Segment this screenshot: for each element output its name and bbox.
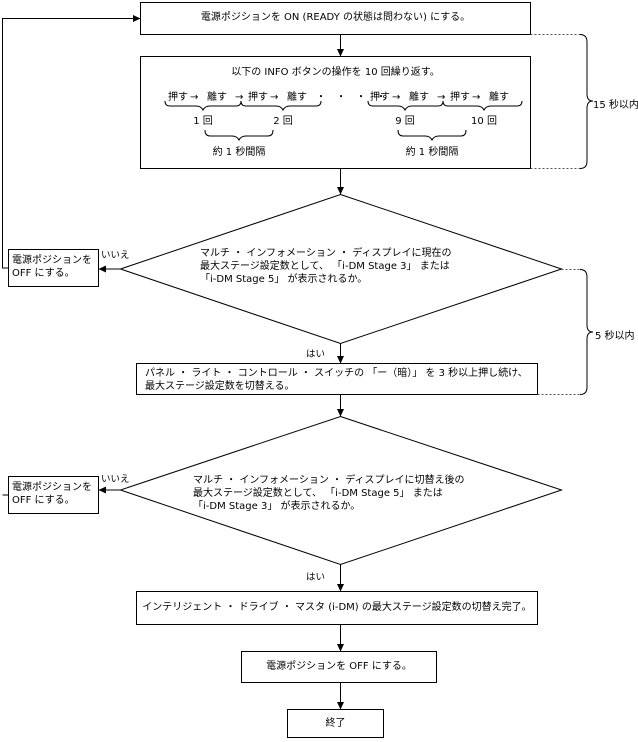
seq-dots: ・ ・ ・ ・ — [316, 92, 386, 103]
label-15-seconds: 15 秒以内 — [593, 100, 638, 111]
count-9: 9 回 — [395, 115, 415, 127]
seq-press-9: 押す — [370, 90, 390, 103]
complete-box — [136, 591, 538, 625]
hold-line1: パネル ・ ライト ・ コントロール ・ スイッチの 「ー（暗）」 を 3 秒以… — [145, 368, 528, 379]
interval-right: 約 1 秒間隔 — [406, 145, 459, 158]
check2-line2: 最大ステージ設定数として、 「i-DM Stage 5」 または — [193, 488, 443, 499]
power-on-text: 電源ポジションを ON (READY の状態は問わない) にする。 — [200, 12, 471, 23]
count-2: 2 回 — [273, 115, 293, 127]
seq-arrow-1: → — [190, 92, 198, 103]
check1-line3: 「i-DM Stage 5」 が表示されるか。 — [200, 274, 368, 285]
check1-line1: マルチ ・ インフォメーション ・ ディスプレイに現在の — [200, 248, 452, 259]
seq-release-2: 離す — [287, 90, 307, 103]
info-repeat-text: 以下の INFO ボタンの操作を 10 回繰り返す。 — [231, 67, 440, 78]
label-yes-1: はい — [306, 349, 326, 360]
end-text: 終了 — [325, 718, 346, 729]
seq-release-1: 離す — [207, 90, 227, 103]
info-repeat-box — [140, 56, 531, 169]
seq-arrow-4: → — [392, 92, 400, 103]
complete-text: インテリジェント ・ ドライブ ・ マスタ (i-DM) の最大ステージ設定数の… — [142, 602, 532, 613]
side-off-2-line2: OFF にする。 — [12, 495, 75, 506]
check1-line2: 最大ステージ設定数として、 「i-DM Stage 3」 または — [200, 261, 450, 272]
hold-line2: 最大ステージ設定数を切替える。 — [145, 381, 295, 392]
side-off-2-line1: 電源ポジションを — [12, 482, 92, 493]
count-10: 10 回 — [471, 115, 497, 127]
brace-15s — [579, 34, 594, 169]
interval-left: 約 1 秒間隔 — [213, 145, 266, 158]
power-off-box — [241, 651, 437, 683]
check2-line1: マルチ ・ インフォメーション ・ ディスプレイに切替え後の — [193, 475, 465, 486]
loop-back-1 — [2, 15, 141, 269]
seq-release-9: 離す — [409, 90, 429, 103]
seq-press-10: 押す — [450, 90, 470, 103]
end-box — [287, 709, 384, 738]
hold-switch-box — [136, 363, 538, 395]
brace-5s — [579, 269, 594, 395]
label-no-1: いいえ — [101, 250, 130, 261]
seq-release-10: 離す — [489, 90, 509, 103]
label-yes-2: はい — [306, 572, 326, 583]
label-5-seconds: 5 秒以内 — [595, 331, 635, 342]
seq-arrow-3: → — [270, 92, 278, 103]
power-on-box — [140, 2, 531, 35]
seq-press-1: 押す — [168, 90, 188, 103]
seq-press-2: 押す — [248, 90, 268, 103]
seq-arrow-2: → — [235, 92, 243, 103]
seq-arrow-5: → — [437, 92, 445, 103]
power-off-text: 電源ポジションを OFF にする。 — [266, 661, 412, 672]
count-1: 1 回 — [193, 115, 213, 127]
label-no-2: いいえ — [101, 474, 130, 485]
check2-line3: 「i-DM Stage 3」 が表示されるか。 — [193, 501, 361, 512]
seq-arrow-6: → — [472, 92, 480, 103]
side-off-1-line2: OFF にする。 — [12, 268, 75, 279]
side-off-1-line1: 電源ポジションを — [12, 255, 92, 266]
